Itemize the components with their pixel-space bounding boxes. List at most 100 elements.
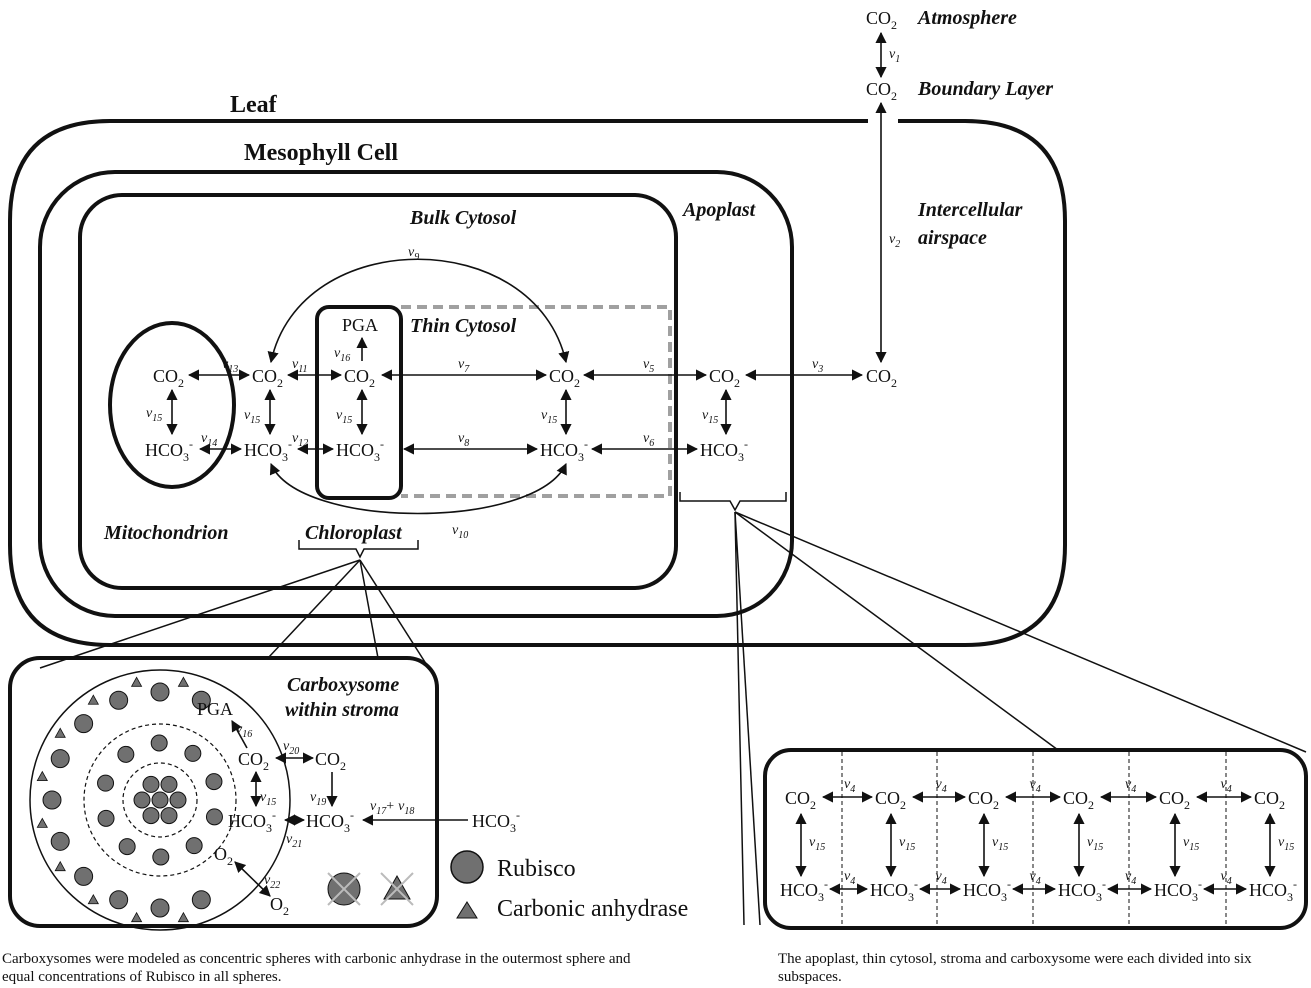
- hco3-apoplast: HCO3-: [700, 437, 748, 464]
- hco3-mitochondrion: HCO3-: [145, 437, 193, 464]
- hco3-thin-cytosol: HCO3-: [540, 437, 588, 464]
- co2-boundary-layer: CO2: [866, 79, 897, 103]
- rubisco-particle: [75, 867, 93, 885]
- co2-subspace: CO2: [1254, 788, 1285, 812]
- rate-v15-chloroplast: v15: [336, 408, 352, 426]
- carbonic-anhydrase-particle: [55, 862, 65, 871]
- carbonic-anhydrase-particle: [37, 818, 47, 827]
- co2-subspace: CO2: [968, 788, 999, 812]
- legend: Rubisco Carbonic anhydrase: [451, 851, 688, 922]
- rubisco-particle: [161, 776, 177, 792]
- rate-v16: v16: [334, 346, 350, 364]
- rubisco-particle: [43, 791, 61, 809]
- rate-v15-subspace: v15: [1183, 835, 1199, 853]
- carbonic-anhydrase-particle: [178, 677, 188, 686]
- co2-subspace: CO2: [785, 788, 816, 812]
- apoplast-brace: [680, 492, 786, 510]
- rate-v10: v10: [452, 523, 468, 541]
- rate-v4-subspace: v4: [1030, 869, 1041, 887]
- rubisco-particle: [206, 774, 222, 790]
- rate-v3: v3: [812, 357, 823, 375]
- o2-carboxysome: O2: [214, 844, 233, 868]
- carbonic-anhydrase-legend-icon: [457, 902, 477, 918]
- rubisco-particle: [118, 746, 134, 762]
- rate-v5: v5: [643, 357, 654, 375]
- hco3-bulk-cytosol: HCO3-: [244, 437, 292, 464]
- carbonic-anhydrase-particle: [88, 895, 98, 904]
- carbonic-anhydrase-particle: [178, 913, 188, 922]
- rubisco-particle: [151, 899, 169, 917]
- leaf-label: Leaf: [230, 92, 278, 118]
- co2-subspace: CO2: [1159, 788, 1190, 812]
- pga-carboxysome: PGA: [197, 699, 233, 719]
- species-labels: CO2 CO2 CO2 CO2 HCO3- CO2 HCO3- PGA CO2 …: [145, 8, 897, 464]
- zoom-line: [735, 512, 1306, 752]
- hco3-subspace: HCO3-: [1058, 877, 1106, 904]
- chloroplast-boundary: [317, 307, 401, 498]
- carbonic-anhydrase-legend-label: Carbonic anhydrase: [497, 896, 688, 922]
- rubisco-particle: [51, 750, 69, 768]
- rubisco-legend-icon: [451, 851, 483, 883]
- rubisco-particle: [75, 715, 93, 733]
- rubisco-particle: [161, 808, 177, 824]
- hco3-subspace: HCO3-: [1249, 877, 1297, 904]
- rubisco-particle: [152, 792, 168, 808]
- rubisco-particle: [119, 839, 135, 855]
- rate-v4-subspace: v4: [1221, 777, 1232, 795]
- o2-stroma: O2: [270, 894, 289, 918]
- rubisco-particle: [192, 891, 210, 909]
- apoplast-label: Apoplast: [681, 199, 757, 221]
- rubisco-particle: [134, 792, 150, 808]
- rate-v4-subspace: v4: [936, 869, 947, 887]
- rubisco-particle: [153, 849, 169, 865]
- zoom-line: [735, 512, 1058, 750]
- rate-v11: v11: [292, 357, 307, 375]
- rate-v15-carboxysome: v15: [260, 790, 276, 808]
- rate-v15-subspace: v15: [899, 835, 915, 853]
- rubisco-particles: [43, 683, 222, 917]
- rubisco-particle: [98, 775, 114, 791]
- co2-atmosphere: CO2: [866, 8, 897, 32]
- rate-v4-subspace: v4: [1030, 777, 1041, 795]
- rate-v8: v8: [458, 431, 469, 449]
- carboxysome-label-1: Carboxysome: [287, 674, 399, 696]
- rate-v16-carboxysome: v16: [236, 722, 252, 740]
- co2-apoplast: CO2: [709, 366, 740, 390]
- rate-v21: v21: [286, 832, 302, 850]
- co2-thin-cytosol: CO2: [549, 366, 580, 390]
- co2-stroma: CO2: [315, 749, 346, 773]
- carbonic-anhydrase-particle: [132, 677, 142, 686]
- rate-v15-subspace: v15: [1278, 835, 1294, 853]
- rubisco-particle: [110, 691, 128, 709]
- subspace-grid: CO2HCO3-v15v4v4CO2HCO3-v15v4v4CO2HCO3-v1…: [780, 752, 1297, 926]
- rate-v2: v2: [889, 232, 900, 250]
- mitochondrion-label: Mitochondrion: [103, 522, 228, 544]
- bulk-cytosol-label: Bulk Cytosol: [409, 207, 517, 229]
- carboxysome-label-2: within stroma: [285, 699, 399, 721]
- mesophyll-cell-label: Mesophyll Cell: [244, 140, 398, 166]
- rate-v4-subspace: v4: [1125, 777, 1136, 795]
- boundary-layer-label: Boundary Layer: [917, 78, 1053, 100]
- hco3-subspace: HCO3-: [1154, 877, 1202, 904]
- rate-v17-v18: v17+v18: [370, 799, 414, 817]
- rubisco-particle: [143, 808, 159, 824]
- rate-v12: v12: [292, 431, 308, 449]
- rubisco-particle: [170, 792, 186, 808]
- rubisco-particle: [143, 776, 159, 792]
- rubisco-particle: [206, 809, 222, 825]
- rate-v15-thin: v15: [541, 408, 557, 426]
- rate-v15-subspace: v15: [992, 835, 1008, 853]
- rate-v14: v14: [201, 431, 217, 449]
- rate-v15-bulk: v15: [244, 408, 260, 426]
- subspace-caption: The apoplast, thin cytosol, stroma and c…: [778, 950, 1268, 986]
- rubisco-particle: [51, 832, 69, 850]
- thin-cytosol-label: Thin Cytosol: [410, 315, 517, 337]
- carbonic-anhydrase-particle: [132, 913, 142, 922]
- carbonic-anhydrase-particle: [37, 772, 47, 781]
- rate-v1: v1: [889, 47, 900, 65]
- rubisco-particle: [98, 810, 114, 826]
- carboxysome-model: [30, 670, 290, 930]
- hco3-subspace: HCO3-: [870, 877, 918, 904]
- rate-v4-subspace: v4: [1221, 869, 1232, 887]
